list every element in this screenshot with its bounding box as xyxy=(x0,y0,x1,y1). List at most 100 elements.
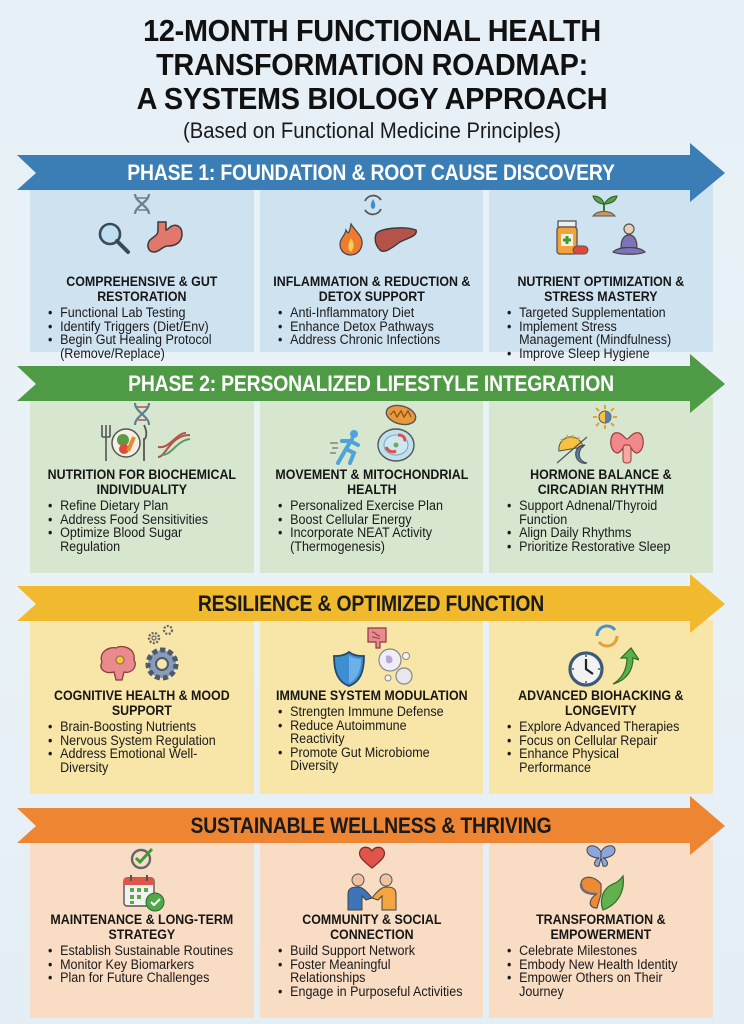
card-bullets: Refine Dietary Plan Address Food Sensiti… xyxy=(30,499,254,553)
bullet-item: Implement Stress Management (Mindfulness… xyxy=(507,319,693,347)
calendar-check-icon xyxy=(123,875,165,912)
card-icons xyxy=(62,401,222,467)
page-title-line-2: TRANSFORMATION ROADMAP: xyxy=(156,47,588,82)
card-title: MAINTENANCE & LONG-TERM STRATEGY xyxy=(50,912,234,942)
bullet-item: Boost Cellular Energy xyxy=(278,512,464,527)
sun-half-icon xyxy=(593,405,618,429)
card-inflammation-detox: INFLAMMATION & REDUCTION & DETOX SUPPORT… xyxy=(259,180,484,352)
bullet-item: Targeted Supplementation xyxy=(507,306,693,320)
card-title: TRANSFORMATION & EMPOWERMENT xyxy=(536,912,666,942)
check-circle-icon xyxy=(130,847,153,870)
card-movement-mitochondrial: MOVEMENT & MITOCHONDRIAL HEALTH Personal… xyxy=(259,397,484,573)
card-title: INFLAMMATION & REDUCTION & DETOX SUPPORT xyxy=(272,274,471,304)
bullet-item: Strengten Immune Defense xyxy=(278,705,464,719)
water-cycle-icon xyxy=(363,194,382,216)
intestine-icon xyxy=(366,627,387,649)
card-bullets: Build Support Network Foster Meaningful … xyxy=(260,944,484,998)
bullet-item: Promote Gut Microbiome Diversity xyxy=(278,745,464,773)
card-bullets: Functional Lab Testing Identify Triggers… xyxy=(30,306,254,360)
card-comprehensive-gut-restoration: COMPREHENSIVE & GUT RESTORATION Function… xyxy=(30,180,254,360)
sun-moon-icon xyxy=(556,434,588,464)
bullet-item: Brain-Boosting Nutrients xyxy=(48,720,234,734)
card-bullets: Explore Advanced Therapies Focus on Cell… xyxy=(489,720,713,774)
bullet-item: Explore Advanced Therapies xyxy=(507,720,693,734)
card-maintenance-strategy: MAINTENANCE & LONG-TERM STRATEGY Establi… xyxy=(30,840,254,1018)
bullet-item: Personalized Exercise Plan xyxy=(278,499,464,513)
thyroid-icon xyxy=(610,432,645,464)
page-subtitle: (Based on Functional Medicine Principles… xyxy=(182,118,562,143)
bullet-item: Plan for Future Challenges xyxy=(48,971,234,985)
card-icons xyxy=(521,844,681,912)
bullet-item: Improve Sleep Hygiene xyxy=(507,346,693,361)
phase-4-cards: MAINTENANCE & LONG-TERM STRATEGY Establi… xyxy=(30,840,714,1018)
cell-icon xyxy=(376,428,415,462)
clock-icon xyxy=(568,651,604,687)
card-icons xyxy=(521,624,681,688)
flame-icon xyxy=(338,222,363,256)
card-title: NUTRIENT OPTIMIZATION & STRESS MASTERY xyxy=(517,274,685,304)
liver-icon xyxy=(374,227,417,252)
bullet-item: Address Emotional Well-Diversity xyxy=(48,747,234,774)
stomach-icon xyxy=(147,221,183,253)
bullet-item: Address Food Sensitivities xyxy=(48,512,234,527)
brain-icon xyxy=(100,645,136,681)
bullet-item: Align Daily Rhythms xyxy=(507,526,693,540)
phase-1-label: PHASE 1: FOUNDATION & ROOT CAUSE DISCOVE… xyxy=(127,160,615,185)
phase-4-banner: SUSTAINABLE WELLNESS & THRIVING xyxy=(17,796,725,856)
card-icons xyxy=(292,192,452,274)
meditation-icon xyxy=(612,223,647,255)
phase-3-label: RESILIENCE & OPTIMIZED FUNCTION xyxy=(197,591,545,616)
phase-4-label: SUSTAINABLE WELLNESS & THRIVING xyxy=(190,813,552,838)
card-icons xyxy=(62,192,222,274)
bullet-item: Support Adnenal/Thyroid Function xyxy=(507,499,693,526)
card-title: HORMONE BALANCE & CIRCADIAN RHYTHM xyxy=(530,467,672,497)
card-title: ADVANCED BIOHACKING & LONGEVITY xyxy=(518,688,684,718)
bullet-item: Focus on Cellular Repair xyxy=(507,733,693,748)
page-title-line-1: 12-MONTH FUNCTIONAL HEALTH xyxy=(143,13,601,48)
card-bullets: Personalized Exercise Plan Boost Cellula… xyxy=(260,499,484,553)
card-icons xyxy=(292,401,452,467)
card-bullets: Brain-Boosting Nutrients Nervous System … xyxy=(30,720,254,774)
card-title: COMMUNITY & SOCIAL CONNECTION xyxy=(301,912,442,942)
phase-3-banner: RESILIENCE & OPTIMIZED FUNCTION xyxy=(17,574,725,634)
banner-arrow-shape xyxy=(17,796,725,855)
bullet-item: Celebrate Milestones xyxy=(507,944,693,958)
card-immune-modulation: IMMUNE SYSTEM MODULATION Strengten Immun… xyxy=(259,620,484,794)
card-transformation-empowerment: TRANSFORMATION & EMPOWERMENT Celebrate M… xyxy=(489,840,714,1018)
bullet-item: Address Chronic Infections xyxy=(278,333,464,347)
handshake-people-icon xyxy=(347,873,396,911)
bullet-item: Anti-Inflammatory Diet xyxy=(278,306,464,320)
card-icons xyxy=(521,401,681,467)
card-bullets: Establish Sustainable Routines Monitor K… xyxy=(30,944,254,985)
banner-arrow-shape xyxy=(17,574,725,633)
dna-icon xyxy=(133,193,150,215)
card-icons xyxy=(62,624,222,688)
phase-1-banner: PHASE 1: FOUNDATION & ROOT CAUSE DISCOVE… xyxy=(17,143,725,203)
sprout-icon xyxy=(592,195,618,217)
card-hormone-circadian: HORMONE BALANCE & CIRCADIAN RHYTHM Suppo… xyxy=(489,397,714,573)
mitochondria-icon xyxy=(385,404,416,426)
bullet-item: Establish Sustainable Routines xyxy=(48,944,234,958)
phase-2-label: PHASE 2: PERSONALIZED LIFESTYLE INTEGRAT… xyxy=(128,371,614,396)
butterfly-icon xyxy=(586,845,616,867)
page-title-line-3: A SYSTEMS BIOLOGY APPROACH xyxy=(136,81,608,116)
card-bullets: Targeted Supplementation Implement Stres… xyxy=(489,306,713,360)
phase-3-cards: COGNITIVE HEALTH & MOOD SUPPORT Brain-Bo… xyxy=(30,620,714,794)
butterfly-leaf-icon xyxy=(579,874,625,911)
bullet-item: Refine Dietary Plan xyxy=(48,499,234,513)
bullet-item: Enhance Physical Performance xyxy=(507,747,693,774)
header: 12-MONTH FUNCTIONAL HEALTH TRANSFORMATIO… xyxy=(0,14,744,144)
card-title: COGNITIVE HEALTH & MOOD SUPPORT xyxy=(53,688,230,718)
card-bullets: Anti-Inflammatory Diet Enhance Detox Pat… xyxy=(260,306,484,347)
phase-2-cards: NUTRITION FOR BIOCHEMICAL INDIVIDUALITY … xyxy=(30,397,714,573)
card-title: IMMUNE SYSTEM MODULATION xyxy=(275,688,468,703)
small-gears-icon xyxy=(147,624,173,645)
card-bullets: Celebrate Milestones Embody New Health I… xyxy=(489,944,713,998)
cycle-arrows-icon xyxy=(595,624,619,648)
supplement-bottle-icon xyxy=(556,220,589,255)
card-icons xyxy=(292,844,452,912)
card-icons xyxy=(521,192,681,274)
bullet-item: Foster Meaningful Relationships xyxy=(278,957,464,985)
banner-arrow-shape xyxy=(17,143,725,202)
immune-cells-icon xyxy=(377,648,413,685)
